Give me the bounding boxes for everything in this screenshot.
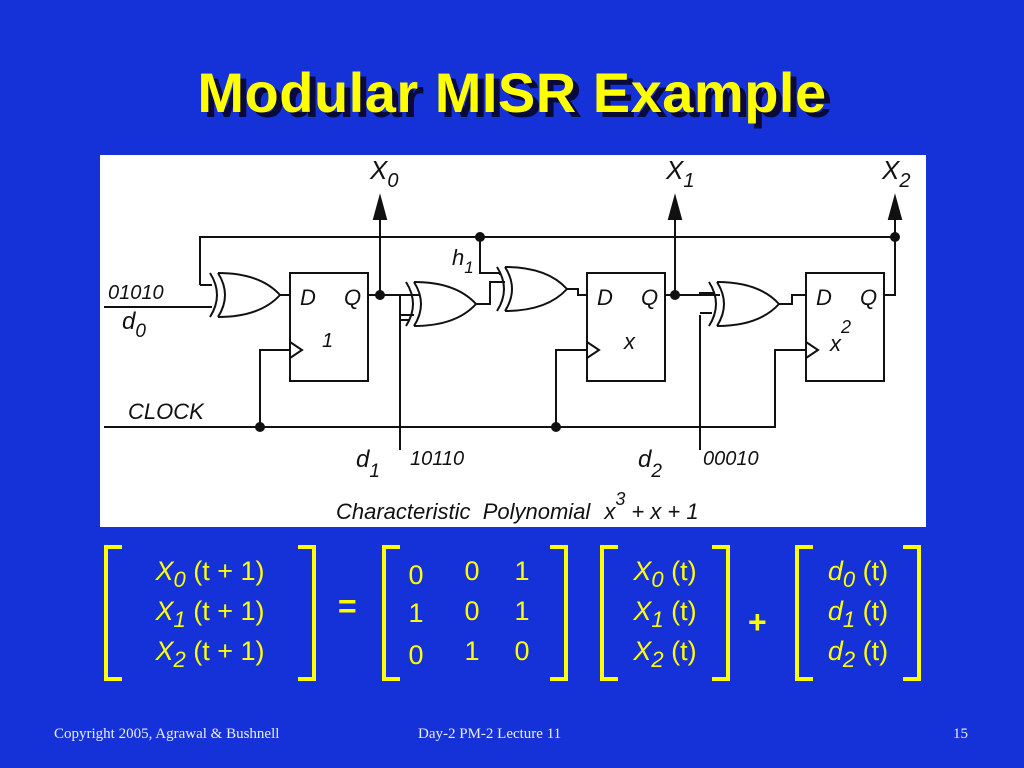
input-row-0: d0 (t) xyxy=(827,556,889,592)
footer-copyright: Copyright 2005, Agrawal & Bushnell xyxy=(54,726,280,742)
input-label-d1: d1 xyxy=(356,446,380,482)
xor-gate-1a xyxy=(405,281,478,327)
xor-gate-1b xyxy=(496,266,569,312)
input-stream-d0: 01010 xyxy=(108,282,164,304)
state-row-1: X1 (t) xyxy=(633,596,697,632)
input-row-1: d1 (t) xyxy=(827,596,889,632)
transition-matrix: 0 0 1 1 0 1 0 1 0 xyxy=(382,545,568,685)
ff1-q-label: Q xyxy=(344,285,361,310)
matrix-cell: 1 xyxy=(464,636,480,666)
input-row-2: d2 (t) xyxy=(827,636,889,672)
footer-page-number: 15 xyxy=(953,726,968,742)
matrix-cell: 0 xyxy=(408,640,424,670)
lhs-vector: X0 (t + 1) X1 (t + 1) X2 (t + 1) xyxy=(104,545,316,685)
xor-gate-0 xyxy=(209,272,282,318)
state-row-2: X2 (t) xyxy=(633,636,697,672)
ff1-mult-label: 1 xyxy=(322,330,333,352)
matrix-cell: 0 xyxy=(464,596,480,626)
misr-circuit-diagram: X0 X1 X2 h1 D Q 1 D Q x D Q x2 01010 d0 … xyxy=(100,155,926,527)
ff3-q-label: Q xyxy=(860,285,877,310)
plus-sign: + xyxy=(748,604,767,640)
footer-lecture: Day-2 PM-2 Lecture 11 xyxy=(418,726,562,742)
matrix-cell: 0 xyxy=(464,556,480,586)
output-label-x0: X0 xyxy=(369,155,398,192)
ff3-mult-label: x2 xyxy=(829,317,851,356)
input-stream-d1: 10110 xyxy=(410,448,464,470)
ff2-q-label: Q xyxy=(641,285,658,310)
output-label-x2: X2 xyxy=(881,155,910,192)
input-stream-d2: 00010 xyxy=(703,448,759,470)
flip-flop-1 xyxy=(289,272,369,382)
equals-sign: = xyxy=(338,588,357,624)
input-label-d0: d0 xyxy=(122,308,146,342)
matrix-cell: 1 xyxy=(514,556,530,586)
lhs-row-1: X1 (t + 1) xyxy=(155,596,265,632)
ff2-d-label: D xyxy=(597,285,613,310)
flip-flop-x2 xyxy=(805,272,885,382)
state-vector: X0 (t) X1 (t) X2 (t) xyxy=(600,545,730,685)
matrix-cell: 0 xyxy=(408,560,424,590)
ff3-d-label: D xyxy=(816,285,832,310)
h1-label: h1 xyxy=(452,245,474,277)
ff1-d-label: D xyxy=(300,285,316,310)
input-label-d2: d2 xyxy=(638,446,662,482)
matrix-cell: 0 xyxy=(514,636,530,666)
slide-title: Modular MISR Example xyxy=(197,61,827,124)
clock-label: CLOCK xyxy=(128,399,205,424)
xor-gate-2 xyxy=(708,281,781,327)
matrix-cell: 1 xyxy=(514,596,530,626)
input-vector: d0 (t) d1 (t) d2 (t) xyxy=(795,545,921,685)
ff2-mult-label: x xyxy=(623,329,636,354)
output-label-x1: X1 xyxy=(665,155,694,192)
state-row-0: X0 (t) xyxy=(633,556,697,592)
lhs-row-2: X2 (t + 1) xyxy=(155,636,265,672)
flip-flop-x xyxy=(586,272,666,382)
matrix-cell: 1 xyxy=(408,598,424,628)
lhs-row-0: X0 (t + 1) xyxy=(155,556,265,592)
